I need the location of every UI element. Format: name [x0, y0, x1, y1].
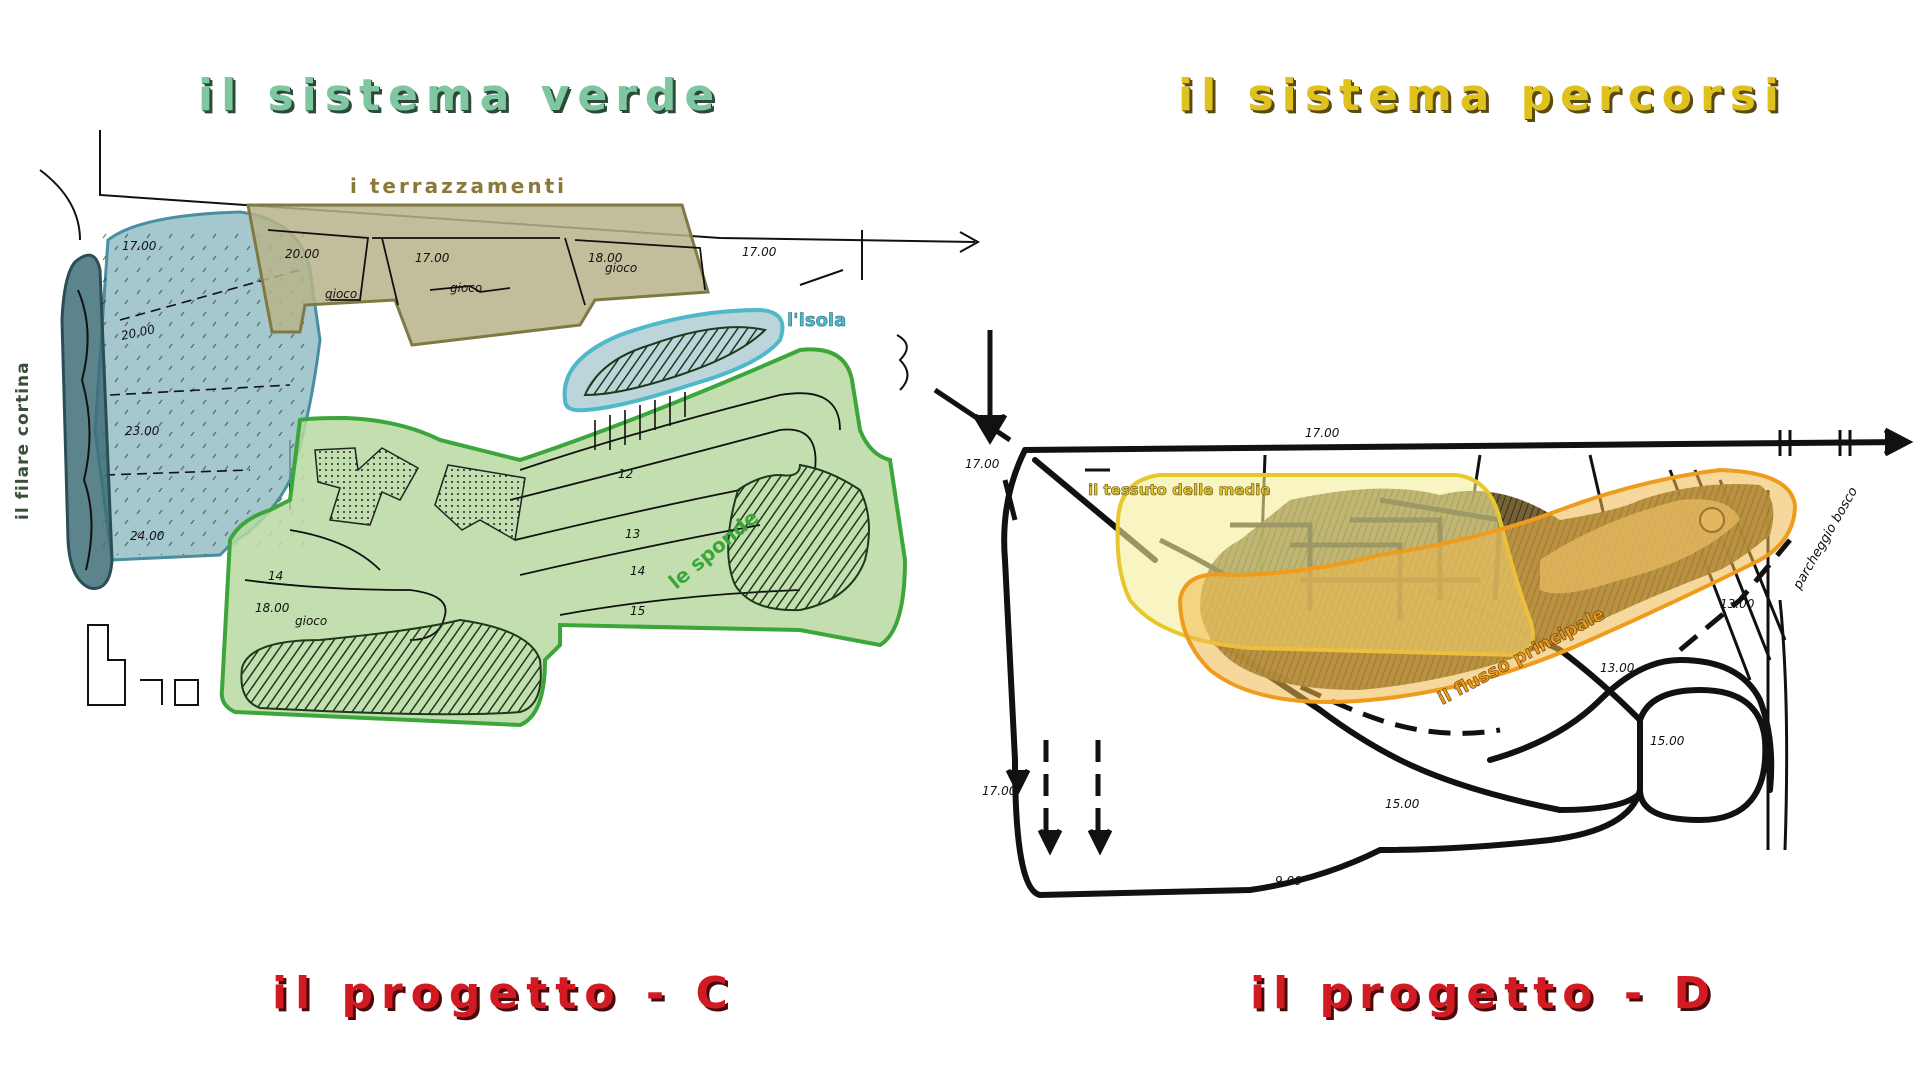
annotation: gioco	[450, 281, 482, 295]
annotation: 18.00	[588, 251, 623, 265]
title-progetto-c: il progetto - C	[272, 968, 736, 1019]
annotation: 15	[630, 604, 645, 618]
annotation: 13.00	[1600, 661, 1635, 675]
flusso-principale-area	[1177, 467, 1798, 704]
annotation: 12	[618, 467, 633, 481]
annotation: 17.00	[122, 239, 157, 253]
annotation: 17.00	[415, 251, 450, 265]
annotation: 13.00	[1720, 597, 1755, 611]
left-site-plan: i terrazzamenti l'isola il filare cortin…	[13, 130, 981, 728]
right-site-plan: il tessuto delle medie il flusso princip…	[933, 330, 1914, 899]
title-progetto-d: il progetto - D	[1250, 968, 1718, 1019]
label-terrazzamenti: i terrazzamenti	[350, 174, 567, 198]
annotation: 24.00	[130, 529, 165, 543]
annotation: 17.00	[742, 245, 777, 259]
title-sistema-verde: il sistema verde	[198, 70, 723, 121]
annotation: gioco	[605, 261, 637, 275]
label-isola: l'isola	[787, 310, 846, 331]
label-tessuto-delle-medie: il tessuto delle medie	[1088, 481, 1271, 499]
terrazzamenti-area	[246, 203, 710, 347]
annotation: gioco	[325, 287, 357, 301]
annotation: 9.00	[1275, 874, 1302, 888]
annotation: 18.00	[255, 601, 290, 615]
annotation: 17.00	[1305, 426, 1340, 440]
label-filare-cortina: il filare cortina	[13, 361, 33, 520]
annotation: 20.00	[285, 247, 320, 261]
annotation: 17.00	[982, 784, 1017, 798]
title-sistema-percorsi: il sistema percorsi	[1178, 70, 1787, 121]
annotation: gioco	[295, 614, 327, 628]
annotation: 23.00	[125, 424, 160, 438]
annotation: parcheggio bosco	[1790, 485, 1861, 593]
annotation: 15.00	[1385, 797, 1420, 811]
annotation: 14	[268, 569, 283, 583]
annotation: 14	[630, 564, 645, 578]
annotation: 17.00	[965, 457, 1000, 471]
annotation: 15.00	[1650, 734, 1685, 748]
filare-cortina-band	[60, 253, 114, 590]
tree-mass-south	[240, 618, 542, 716]
annotation: 13	[625, 527, 640, 541]
tree-mass-east	[727, 463, 870, 612]
